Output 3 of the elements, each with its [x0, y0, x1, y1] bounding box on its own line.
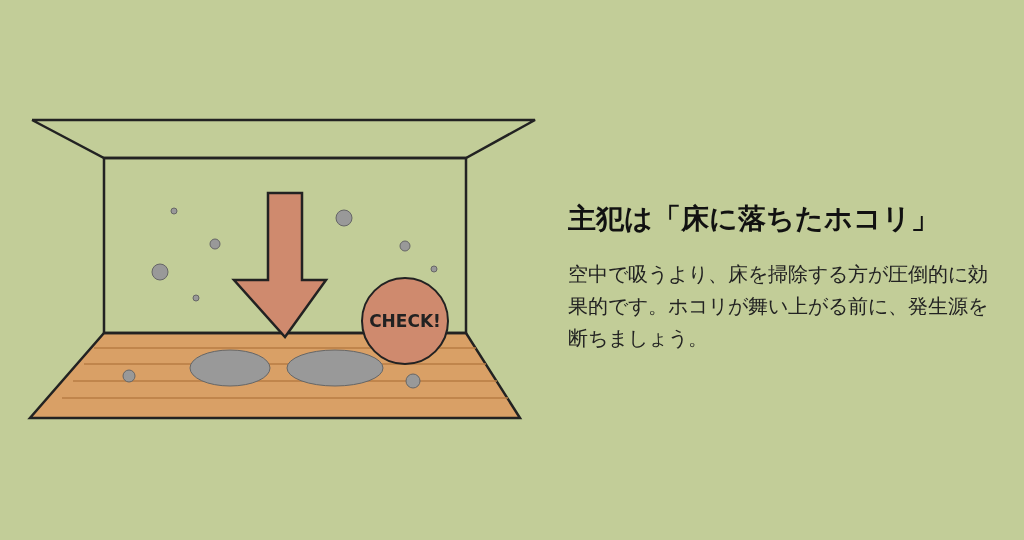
check-badge: CHECK!	[361, 277, 449, 365]
body-text: 空中で吸うより、床を掃除する方が圧倒的に効果的です。ホコリが舞い上がる前に、発生源を断ちましょう。	[568, 261, 988, 352]
heading: 主犯は「床に落ちたホコリ」	[568, 201, 939, 237]
